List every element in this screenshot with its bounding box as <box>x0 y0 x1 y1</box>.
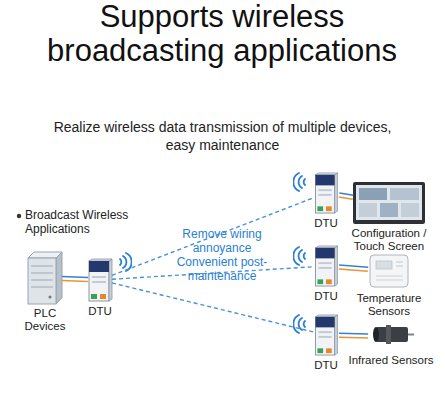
device-label: Infrared Sensors <box>348 354 434 367</box>
temperature-sensor: Temperature Sensors <box>368 253 410 289</box>
cable-wire <box>339 265 368 267</box>
dtu-module: DTU <box>313 245 339 287</box>
wireless-line <box>112 283 313 332</box>
wireless-link <box>112 283 313 332</box>
title: Supports wireless broadcasting applicati… <box>22 0 422 68</box>
benefit-label: Remove wiring annoyance <box>172 227 272 255</box>
device-label: Configuration / Touch Screen <box>344 227 434 252</box>
device-label: DTU <box>80 305 120 318</box>
subtitle: Realize wireless data transmission of mu… <box>50 118 395 154</box>
dtu-module: DTU <box>313 314 339 356</box>
cable-wire <box>339 337 368 339</box>
cable-wire <box>62 280 88 282</box>
plc-device: PLC Devices <box>28 252 62 304</box>
cable-wire <box>339 197 353 199</box>
bullet-note: Broadcast Wireless Applications <box>25 208 145 236</box>
touch-screen: Configuration / Touch Screen <box>353 182 425 224</box>
infrared-sensor: Infrared Sensors <box>368 322 414 351</box>
benefit-label: Convenient post-maintenance <box>172 255 272 283</box>
device-label: PLC Devices <box>19 307 71 332</box>
device-label: Temperature Sensors <box>346 292 432 317</box>
cable-link <box>62 277 88 282</box>
dtu-module: DTU <box>313 172 339 214</box>
cable-link <box>339 333 368 338</box>
cable-wire <box>339 333 368 335</box>
device-label: DTU <box>306 359 346 372</box>
cable-link <box>339 265 368 271</box>
cable-link <box>339 193 354 199</box>
dtu-module: DTU <box>88 258 112 302</box>
cable-wire <box>62 276 88 278</box>
cable-wire <box>339 269 368 271</box>
cable-wire <box>339 193 353 195</box>
device-label: DTU <box>306 290 346 303</box>
device-label: DTU <box>306 217 346 230</box>
